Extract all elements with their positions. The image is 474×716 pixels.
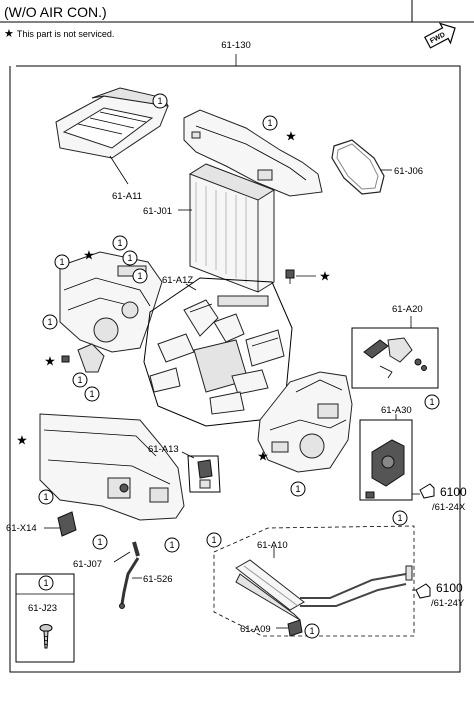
callout-circle: 1 xyxy=(304,623,320,639)
resistor-drawing xyxy=(57,511,77,537)
label-61-a11: 61-A11 xyxy=(112,191,142,202)
star-lower-case: ★ xyxy=(16,433,28,448)
screw-legend: 61-J23 xyxy=(15,573,75,663)
callout-number: 1 xyxy=(137,271,142,281)
callout-number: 1 xyxy=(309,626,314,636)
leader-61-a11 xyxy=(109,155,129,185)
callout-circle: 1 xyxy=(72,372,88,388)
service-note: ★ This part is not serviced. xyxy=(4,27,114,40)
callout-number: 1 xyxy=(157,96,162,106)
callout-circle: 1 xyxy=(38,575,54,591)
callout-circle: 1 xyxy=(38,489,54,505)
assembly-outline xyxy=(9,65,461,673)
callout-number: 1 xyxy=(43,578,48,588)
reference-61-24y[interactable]: 6100 /61-24Y xyxy=(415,581,465,609)
label-61-130: 61-130 xyxy=(221,40,251,51)
filter-cover-drawing xyxy=(55,87,169,159)
callout-circle: 1 xyxy=(262,115,278,131)
callout-circle: 1 xyxy=(152,93,168,109)
callout-number: 1 xyxy=(267,118,272,128)
reference-code-y: 6100 xyxy=(436,581,463,595)
heater-core-drawing xyxy=(235,559,413,621)
label-61-j01: 61-J01 xyxy=(143,206,172,217)
callout-number: 1 xyxy=(429,397,434,407)
callout-circle: 1 xyxy=(92,534,108,550)
air-filter-drawing xyxy=(188,163,276,293)
drain-hose-drawing xyxy=(119,541,140,609)
label-61-a13: 61-A13 xyxy=(148,444,179,455)
gasket-drawing xyxy=(331,139,385,195)
case-set-drawing xyxy=(149,295,285,415)
callout-circle: 1 xyxy=(54,254,70,270)
right-case-drawing xyxy=(257,371,353,473)
page-title: (W/O AIR CON.) xyxy=(4,4,107,20)
label-61-a1z: 61-A1Z xyxy=(162,275,193,286)
label-61-a20: 61-A20 xyxy=(392,304,423,315)
pipe-clamp-drawing xyxy=(287,619,303,637)
leader-61-a1z xyxy=(185,283,197,291)
leader-61-j07 xyxy=(113,551,131,563)
screw-icon xyxy=(39,624,53,649)
fwd-arrow-icon: FWD xyxy=(424,22,456,49)
reference-sub-y: /61-24Y xyxy=(431,598,465,609)
small-clip-icon xyxy=(61,355,70,363)
callout-number: 1 xyxy=(89,389,94,399)
upper-duct-drawing xyxy=(183,109,323,197)
service-note-text: This part is not serviced. xyxy=(16,28,115,39)
callout-circle: 1 xyxy=(424,394,440,410)
callout-circle: 1 xyxy=(132,268,148,284)
label-61-a09: 61-A09 xyxy=(240,624,271,635)
callout-number: 1 xyxy=(59,257,64,267)
callout-number: 1 xyxy=(127,253,132,263)
lower-case-drawing xyxy=(39,413,185,521)
star-icon: ★ xyxy=(4,28,14,40)
label-61-x14: 61-X14 xyxy=(6,523,37,534)
callout-circle: 1 xyxy=(164,537,180,553)
callout-circle: 1 xyxy=(290,481,306,497)
star-right-case: ★ xyxy=(257,449,269,464)
blend-actuator-drawing xyxy=(197,459,213,489)
callout-number: 1 xyxy=(43,492,48,502)
callout-number: 1 xyxy=(47,317,52,327)
mode-actuator-outline xyxy=(359,419,413,501)
callout-number: 1 xyxy=(77,375,82,385)
callout-number: 1 xyxy=(211,535,216,545)
actuator-set-outline xyxy=(351,327,439,389)
callout-number: 1 xyxy=(97,537,102,547)
label-61-j06: 61-J06 xyxy=(394,166,423,177)
callout-circle: 1 xyxy=(206,532,222,548)
callout-circle: 1 xyxy=(122,250,138,266)
star-left-case: ★ xyxy=(83,248,95,263)
callout-number: 1 xyxy=(169,540,174,550)
star-upper-duct: ★ xyxy=(285,129,297,144)
label-61-a30: 61-A30 xyxy=(381,405,412,416)
callout-circle: 1 xyxy=(84,386,100,402)
reference-61-24x[interactable]: 6100 /61-24X xyxy=(419,483,467,513)
left-upper-case-drawing xyxy=(59,251,163,373)
callout-number: 1 xyxy=(397,513,402,523)
label-61-526: 61-526 xyxy=(143,574,173,585)
callout-circle: 1 xyxy=(112,235,128,251)
reference-code-x: 6100 xyxy=(440,485,467,499)
clip-drawing xyxy=(285,269,295,284)
leader-61-a13 xyxy=(181,451,195,459)
heater-core-outline xyxy=(213,525,415,637)
callout-circle: 1 xyxy=(42,314,58,330)
actuator-set-drawing xyxy=(363,337,427,379)
label-61-j07: 61-J07 xyxy=(73,559,102,570)
label-61-a10: 61-A10 xyxy=(257,540,288,551)
label-61-j23: 61-J23 xyxy=(28,603,57,614)
star-clip: ★ xyxy=(319,269,331,284)
star-left-case-lower: ★ xyxy=(44,354,56,369)
callout-number: 1 xyxy=(117,238,122,248)
mode-actuator-drawing xyxy=(365,439,405,499)
callout-circle: 1 xyxy=(392,510,408,526)
reference-sub-x: /61-24X xyxy=(432,502,466,513)
blend-actuator-outline xyxy=(187,455,221,493)
callout-number: 1 xyxy=(295,484,300,494)
